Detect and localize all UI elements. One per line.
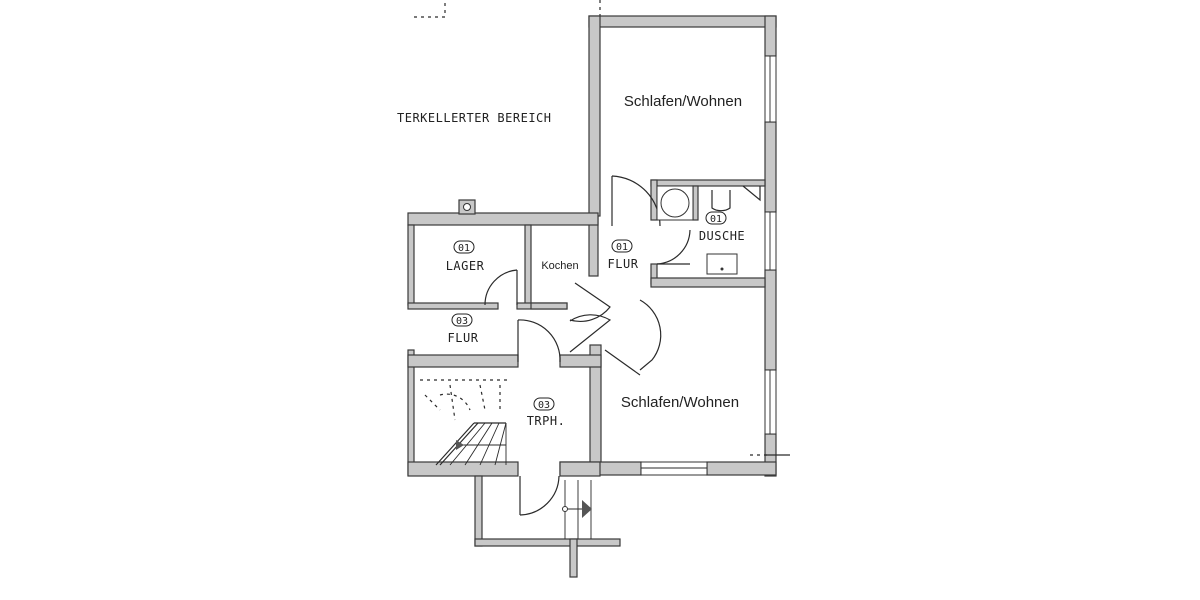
doors <box>484 175 691 516</box>
room-labels: Schlafen/Wohnen Schlafen/Wohnen Kochen 0… <box>446 93 745 428</box>
room-number-badge <box>453 240 475 254</box>
area-label: TERKELLERTER BEREICH <box>397 111 552 125</box>
room-label-kochen: Kochen <box>541 260 578 272</box>
room-number-lager-01: 01 <box>458 243 470 254</box>
room-label-trph-03: TRPH. <box>527 414 566 428</box>
room-number-trph-03: 03 <box>538 400 550 411</box>
bathroom-fixtures <box>656 185 761 275</box>
room-label-dusche-01: DUSCHE <box>699 229 745 243</box>
room-number-badge <box>705 211 727 225</box>
room-number-dusche-01: 01 <box>710 214 722 225</box>
room-label-schlafen-wohnen-bottom: Schlafen/Wohnen <box>621 394 739 411</box>
room-number-badge <box>451 313 473 327</box>
room-number-flur-01: 01 <box>616 242 628 253</box>
room-label-schlafen-wohnen-top: Schlafen/Wohnen <box>624 93 742 110</box>
room-number-badge <box>533 397 555 411</box>
walls <box>407 15 777 578</box>
dashed-outline-top-left <box>414 0 601 18</box>
room-label-flur-01: FLUR <box>608 257 639 271</box>
staircase <box>420 379 592 539</box>
room-label-lager-01: LAGER <box>446 259 485 273</box>
room-number-badge <box>611 239 633 253</box>
room-label-flur-03: FLUR <box>448 331 479 345</box>
room-number-flur-03: 03 <box>456 316 468 327</box>
